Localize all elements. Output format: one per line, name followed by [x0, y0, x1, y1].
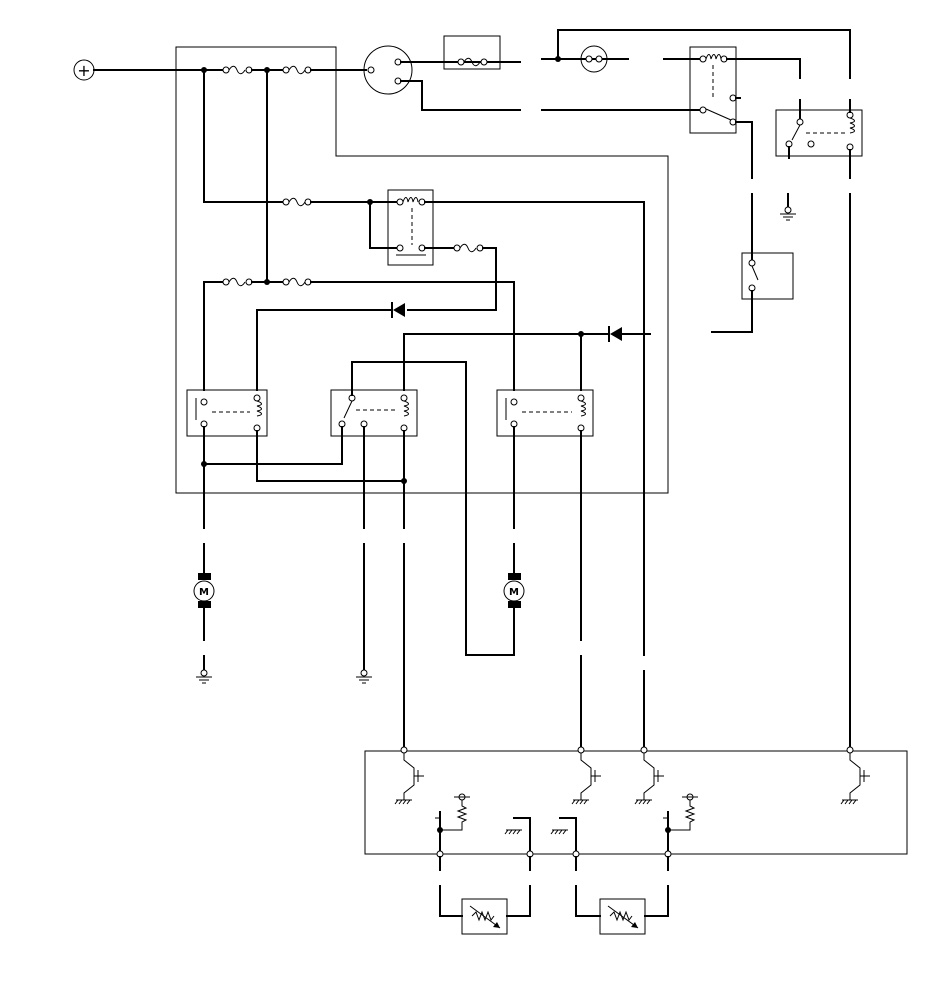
diode-upper: [391, 302, 405, 318]
temperature-sensor-left: [461, 898, 508, 935]
ecu-transistor-1: [394, 746, 424, 805]
motor-right: M: [503, 573, 525, 608]
main-fuse-1: [222, 65, 253, 75]
battery-positive-symbol: +: [77, 61, 90, 80]
control-module-outline: [364, 750, 908, 855]
ecu-transistor-2: [571, 746, 601, 805]
switch-module-right: [741, 252, 794, 300]
diode-lower: [608, 326, 622, 342]
fuse-relay-box-outline: [175, 46, 669, 494]
main-fuse-2: [282, 65, 312, 75]
motor-right-label: M: [509, 587, 519, 598]
ground-symbol: [780, 206, 796, 221]
ground-middle: [356, 669, 372, 684]
fuse-6: [282, 277, 312, 287]
relay-far-right-coil: [846, 111, 855, 151]
ground-motor-left: [196, 669, 212, 684]
temperature-sensor-right: [599, 898, 646, 935]
fuse-3: [282, 197, 312, 207]
ecu-transistor-3: [634, 746, 664, 805]
ignition-switch: [363, 45, 413, 95]
inline-fuse: [457, 57, 488, 67]
fuse-4: [453, 243, 484, 253]
motor-left-label: M: [199, 587, 209, 598]
relay-left: [186, 389, 268, 437]
ecu-pullup-2: [663, 793, 698, 833]
relay-right: [496, 389, 594, 437]
relay-upper-right-coil: [699, 54, 728, 63]
ecu-transistor-4: [840, 746, 870, 805]
battery-positive-terminal: +: [73, 59, 95, 81]
fuse-5: [222, 277, 253, 287]
relay-center: [387, 189, 434, 266]
motor-left: M: [193, 573, 215, 608]
indicator-lamp: [580, 45, 608, 73]
relay-upper-right: [689, 46, 737, 134]
relay-far-right: [775, 109, 863, 157]
inline-fuse-box: [443, 35, 501, 70]
relay-middle: [330, 389, 418, 437]
relay-center-coil: [396, 197, 426, 206]
